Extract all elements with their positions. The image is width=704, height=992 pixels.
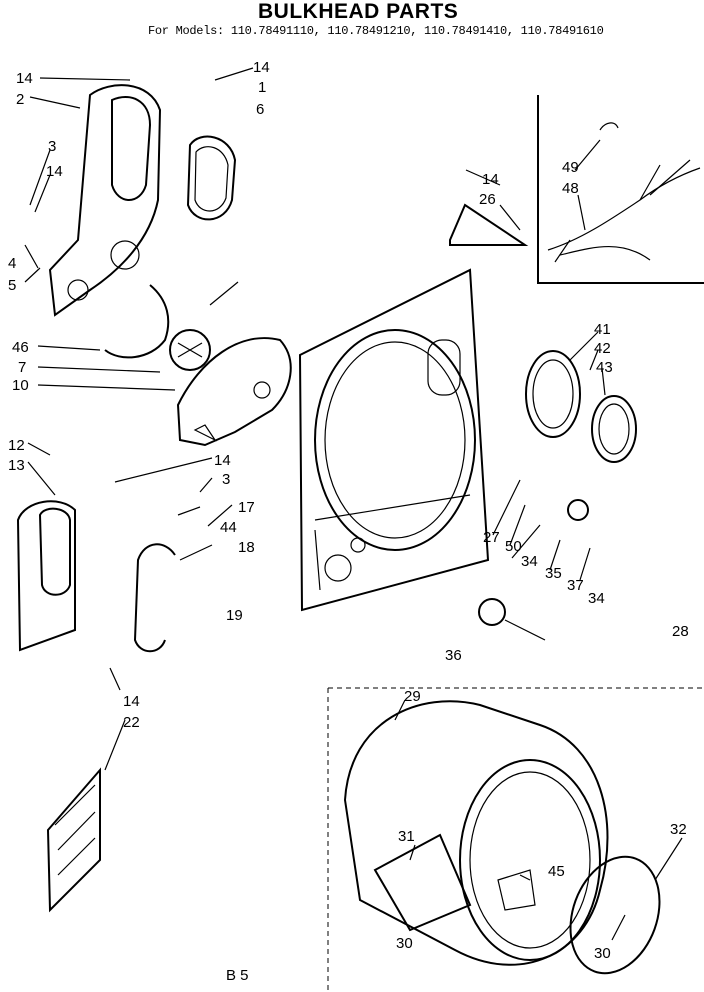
callout-28: 28 — [672, 623, 689, 640]
leader-lines — [24, 67, 683, 941]
callout-18: 18 — [238, 539, 255, 556]
callout-3: 3 — [48, 138, 56, 155]
rear-bracket — [48, 84, 162, 317]
callout-29: 29 — [404, 688, 421, 705]
callout-1: 1 — [258, 79, 266, 96]
page-title: BULKHEAD PARTS — [258, 0, 459, 23]
callout-7: 7 — [18, 359, 26, 376]
drum-rollers — [478, 499, 589, 641]
callout-14: 14 — [253, 59, 270, 76]
callout-labels: 14 1 6 14 2 3 14 4 5 14 26 49 48 46 7 10… — [8, 59, 689, 984]
callout-30-b: 30 — [594, 945, 611, 962]
front-bulkhead-panel — [298, 268, 490, 612]
page-code: B 5 — [226, 967, 249, 984]
callout-2: 2 — [16, 91, 24, 108]
callout-3-b: 3 — [222, 471, 230, 488]
callout-14-e: 14 — [123, 693, 140, 710]
wire-harness-inset — [537, 95, 704, 284]
callout-32: 32 — [670, 821, 687, 838]
models-line: For Models: 110.78491110, 110.78491210, … — [148, 24, 604, 38]
callout-27: 27 — [483, 529, 500, 546]
callout-35: 35 — [545, 565, 562, 582]
callout-43: 43 — [596, 359, 613, 376]
callout-10: 10 — [12, 377, 29, 394]
callout-5: 5 — [8, 277, 16, 294]
callout-13: 13 — [8, 457, 25, 474]
callout-34: 34 — [521, 553, 538, 570]
callout-46: 46 — [12, 339, 29, 356]
door-switch-assembly — [525, 350, 637, 463]
callout-31: 31 — [398, 828, 415, 845]
callout-6: 6 — [256, 101, 264, 118]
callout-41: 41 — [594, 321, 611, 338]
callout-26: 26 — [479, 191, 496, 208]
callout-14-d: 14 — [214, 452, 231, 469]
blower-wheel — [104, 284, 211, 371]
callout-50: 50 — [505, 538, 522, 555]
callout-19: 19 — [226, 607, 243, 624]
callout-12: 12 — [8, 437, 25, 454]
drum-inset-box — [327, 687, 704, 992]
callout-4: 4 — [8, 255, 16, 272]
exhaust-duct — [16, 500, 76, 652]
callout-14-left: 14 — [16, 70, 33, 87]
callout-48: 48 — [562, 180, 579, 197]
callout-37: 37 — [567, 577, 584, 594]
callout-44: 44 — [220, 519, 237, 536]
callout-42: 42 — [594, 340, 611, 357]
rear-drum-seal — [569, 855, 661, 975]
callout-17: 17 — [238, 499, 255, 516]
heater-element — [46, 767, 101, 913]
callout-45: 45 — [548, 863, 565, 880]
callout-34-b: 34 — [588, 590, 605, 607]
callout-14-c: 14 — [482, 171, 499, 188]
callout-49: 49 — [562, 159, 579, 176]
callout-14-b: 14 — [46, 163, 63, 180]
blower-housing — [176, 337, 292, 447]
grille-part — [449, 203, 529, 246]
drum — [343, 700, 609, 966]
lint-duct — [133, 543, 176, 653]
callout-22: 22 — [123, 714, 140, 731]
callout-36: 36 — [445, 647, 462, 664]
gasket-ring — [186, 135, 237, 221]
callout-30: 30 — [396, 935, 413, 952]
